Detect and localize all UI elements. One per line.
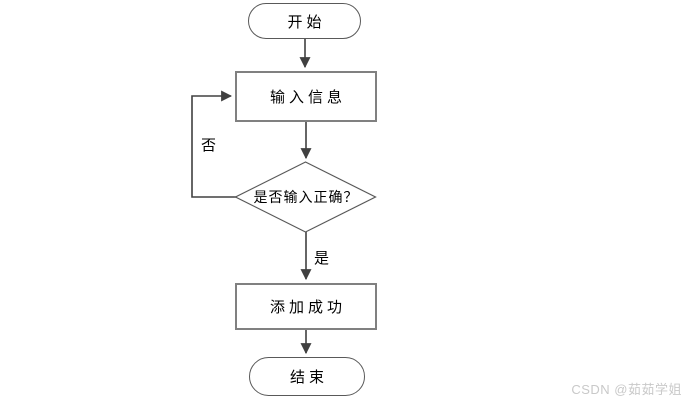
node-add-success: 添加成功 [235,283,377,330]
watermark: CSDN @茹茹学姐 [571,382,682,397]
edge-label-yes: 是 [314,250,330,267]
node-add-success-label: 添加成功 [269,299,346,316]
node-decision-label: 是否输入正确？ [253,189,359,205]
node-start: 开始 [248,3,361,39]
node-decision: 是否输入正确？ [236,182,376,212]
node-end-label: 结束 [289,369,328,386]
node-input-info-label: 输入信息 [269,89,346,106]
decision-diamond-shape [234,161,377,233]
node-start-label: 开始 [287,13,326,31]
node-end: 结束 [249,357,365,396]
node-input-info: 输入信息 [235,71,377,122]
edge-label-no: 否 [201,137,217,154]
arrow-decision-to-input-no-loop [191,90,237,198]
